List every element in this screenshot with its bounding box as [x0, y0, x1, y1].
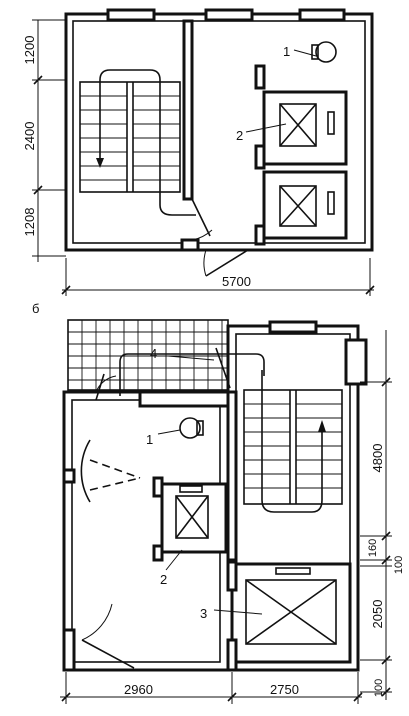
plan-b-label-2: 2	[160, 572, 167, 587]
plan-b-dim-right-width: 2750	[270, 682, 299, 697]
plan-a-windows	[106, 8, 346, 22]
plan-b-top-partition	[138, 390, 230, 408]
plan-b-window	[268, 320, 318, 334]
plan-a-extinguisher-icon	[311, 41, 337, 63]
plan-b-dim-gap-a: 160	[367, 539, 379, 557]
plan-b-bottom-dims	[60, 672, 363, 704]
plan-a-elevators	[254, 64, 348, 246]
plan-b: 4 1 2	[60, 319, 405, 704]
plan-b-label-1: 1	[146, 432, 153, 447]
plan-a-entrance-door	[203, 249, 249, 277]
plan-a-label-1: 1	[283, 44, 290, 59]
plan-a-label-2: 2	[236, 128, 243, 143]
plan-a-partition	[182, 19, 194, 201]
plan-a-dim-width: 5700	[222, 274, 251, 289]
plan-b-entrance-door	[62, 603, 135, 672]
plan-b-dim-left-width: 2960	[124, 682, 153, 697]
plan-b-stair	[119, 353, 343, 513]
plan-a-door	[180, 198, 213, 252]
plan-a: 1 2 1200 2400	[22, 8, 375, 296]
plan-b-elevator	[152, 476, 228, 562]
plan-b-caption: б	[32, 301, 39, 316]
plan-b-freight-elevator	[226, 560, 352, 672]
plan-b-balcony-door	[95, 347, 231, 401]
plan-a-bottom-dim	[61, 258, 375, 296]
plan-a-dim-bottom: 1208	[22, 208, 37, 237]
plan-b-dim-freight: 2050	[370, 600, 385, 629]
plan-b-door-swing	[62, 439, 141, 503]
plan-b-balcony	[67, 319, 229, 391]
plan-a-dim-top: 1200	[22, 36, 37, 65]
plan-a-stair	[79, 69, 196, 216]
plan-b-side-window	[344, 338, 368, 386]
plan-a-left-dims	[32, 19, 66, 262]
plan-b-right-dims	[360, 330, 392, 700]
plan-b-extinguisher-icon	[179, 417, 204, 439]
plan-b-dim-stair: 4800	[370, 444, 385, 473]
plan-b-dim-gap-b: 100	[393, 556, 405, 574]
plan-b-label-3: 3	[200, 606, 207, 621]
plan-b-partition	[226, 390, 238, 562]
plan-a-dim-middle: 2400	[22, 122, 37, 151]
plan-b-label-4: 4	[150, 346, 157, 361]
plan-b-dim-bottom-gap: 100	[373, 679, 385, 697]
